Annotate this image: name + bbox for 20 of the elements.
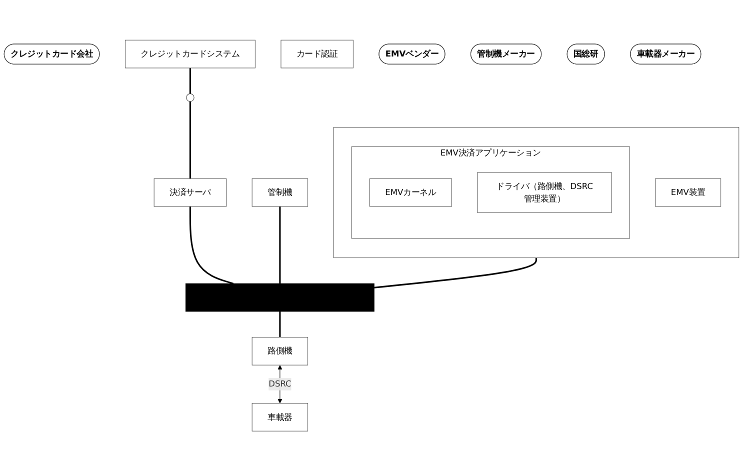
edge-label: DSRC bbox=[268, 379, 292, 390]
node-box: 管制機 bbox=[252, 178, 308, 208]
connector bbox=[189, 68, 191, 94]
connector bbox=[279, 206, 281, 284]
cluster bbox=[333, 127, 740, 258]
node-box: 路側機 bbox=[252, 337, 308, 366]
node-circle bbox=[186, 94, 194, 102]
node-box: EMVカーネル bbox=[369, 178, 452, 208]
node-box: クレジットカードシステム bbox=[124, 40, 256, 69]
connector bbox=[189, 206, 234, 285]
connector bbox=[189, 102, 191, 179]
connector bbox=[279, 312, 281, 338]
arrow bbox=[278, 365, 282, 404]
node-box: ドライバ（路側機、DSRC管理装置） bbox=[477, 172, 612, 214]
node-box: 車載器 bbox=[252, 403, 308, 432]
node-box: カード認証 bbox=[280, 40, 354, 69]
node-bar bbox=[186, 284, 374, 312]
node-box: 決済サーバ bbox=[154, 178, 227, 208]
connector bbox=[374, 258, 537, 289]
node-box: EMV装置 bbox=[655, 178, 722, 208]
